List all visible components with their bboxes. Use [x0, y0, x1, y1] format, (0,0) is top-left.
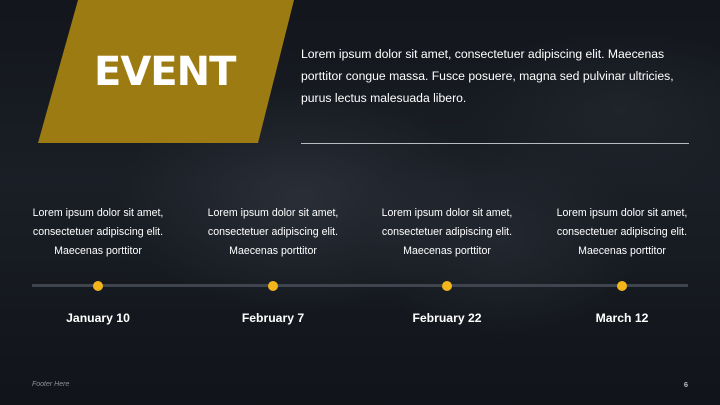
title-banner	[0, 0, 300, 145]
timeline-track	[32, 284, 688, 287]
event-description-4: Lorem ipsum dolor sit amet, consectetuer…	[556, 207, 688, 257]
timeline-dot-4	[617, 281, 627, 291]
event-description-2: Lorem ipsum dolor sit amet, consectetuer…	[207, 207, 339, 257]
divider-line	[301, 143, 689, 144]
event-date-1: January 10	[66, 311, 130, 325]
event-description-1: Lorem ipsum dolor sit amet, consectetuer…	[32, 207, 164, 257]
event-description-3: Lorem ipsum dolor sit amet, consectetuer…	[381, 207, 513, 257]
timeline-dot-1	[93, 281, 103, 291]
footer-text: Footer Here	[32, 381, 70, 388]
intro-text: Lorem ipsum dolor sit amet, consectetuer…	[301, 47, 674, 105]
timeline-dot-3	[442, 281, 452, 291]
timeline-dot-2	[268, 281, 278, 291]
event-date-4: March 12	[595, 311, 649, 325]
slide-title: EVENT	[94, 49, 236, 95]
event-date-2: February 7	[241, 311, 305, 325]
event-date-3: February 22	[412, 311, 482, 325]
title-banner-shape	[38, 0, 294, 143]
page-number: 6	[683, 380, 688, 389]
